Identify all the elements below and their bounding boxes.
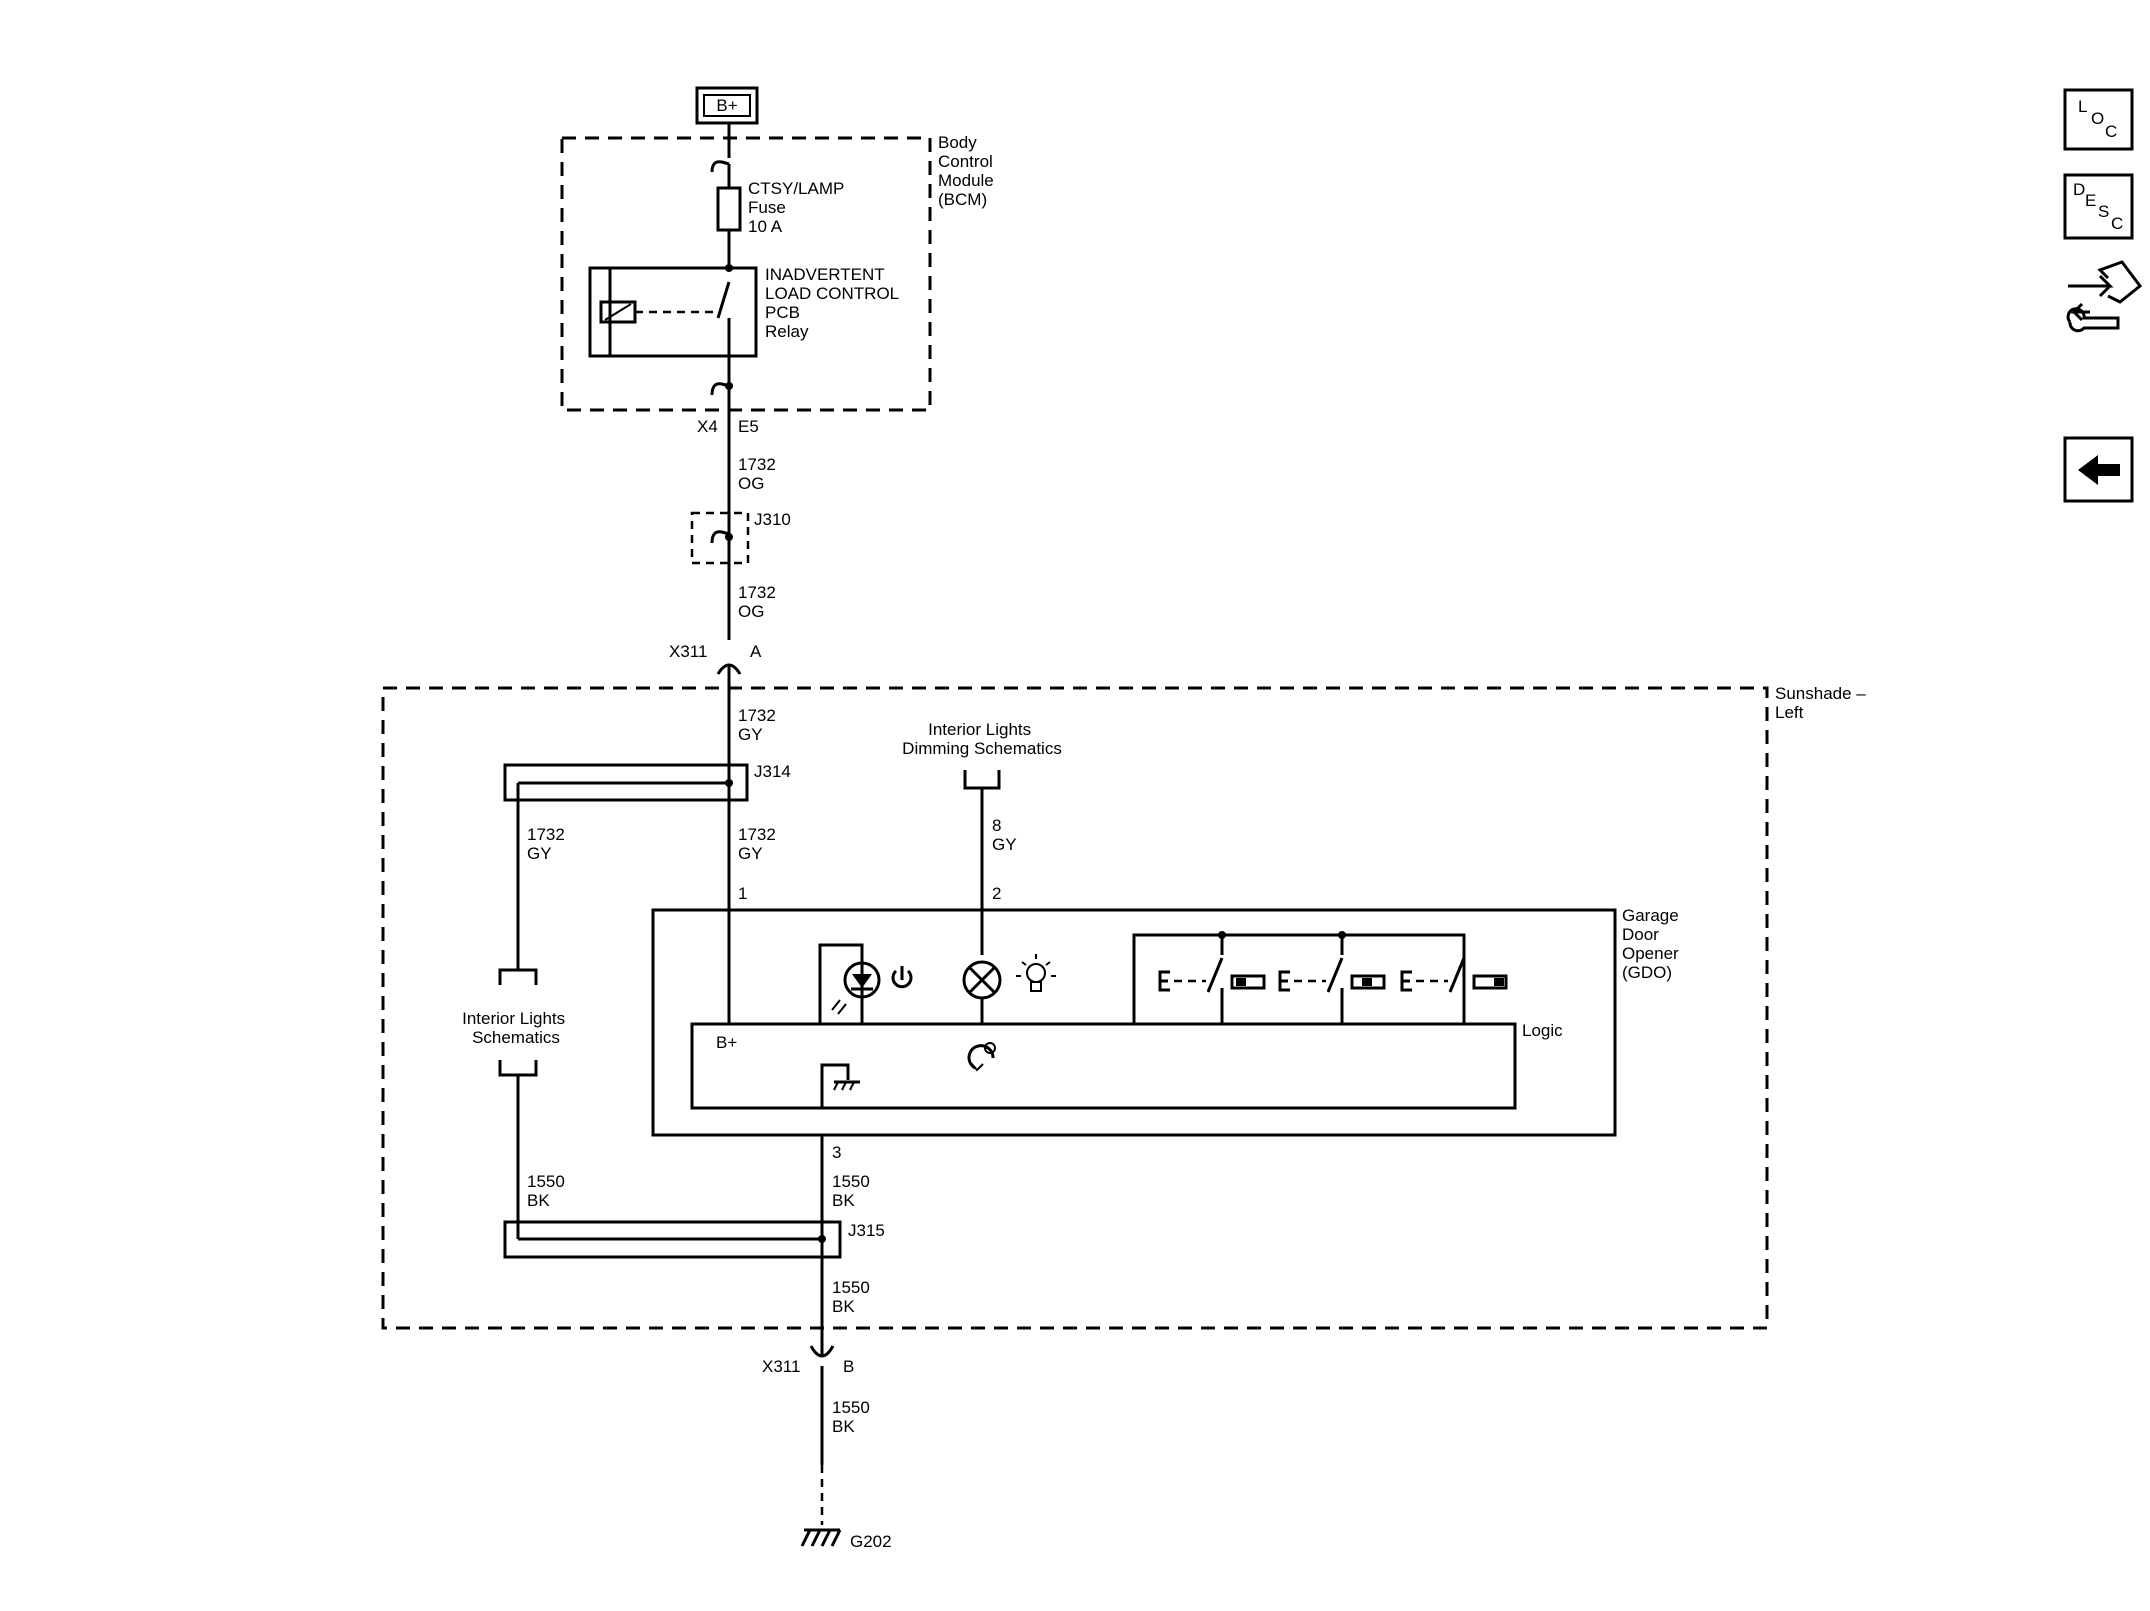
wire-label-10: 1550 BK — [832, 1398, 875, 1436]
location-letter-l: L — [2078, 97, 2087, 116]
gdo-pin-3: 3 — [832, 1143, 841, 1162]
power-source-inner — [703, 94, 751, 117]
wire-label-1: 1732 OG — [738, 455, 781, 493]
gdo-pin-1: 1 — [738, 884, 747, 903]
gdo-pin-2: 2 — [992, 884, 1001, 903]
relay-switch — [716, 281, 731, 319]
j314-label: J314 — [754, 762, 791, 781]
wire-label-8: 1550 BK — [832, 1278, 875, 1316]
j310-splice-box — [690, 511, 750, 565]
bcm-name: Body Control Module (BCM) — [938, 133, 999, 209]
description-button[interactable]: D E S C — [2063, 173, 2134, 240]
logic-ground-wire — [820, 1063, 850, 1108]
description-letter-c: C — [2111, 214, 2123, 233]
power-source-box — [695, 86, 759, 125]
fuse-label: CTSY/LAMP Fuse 10 A — [748, 179, 849, 236]
dimming-ref-connector — [963, 770, 1001, 790]
wire-label-7: 1550 BK — [832, 1172, 875, 1210]
wire-label-3: 1732 GY — [738, 706, 781, 744]
switch-bank — [1132, 933, 1466, 1026]
sunshade-name: Sunshade – Left — [1775, 684, 1870, 722]
wire-label-5: 1732 GY — [738, 825, 781, 863]
interior-lights-ref-bottom — [498, 1060, 538, 1077]
x311a-name: X311 — [669, 642, 707, 661]
x311a-pin: A — [750, 642, 762, 661]
sunshade-box — [381, 686, 1769, 1330]
relay-label: INADVERTENT LOAD CONTROL PCB Relay — [765, 265, 903, 341]
x311b-connector — [809, 1345, 835, 1358]
switch-1 — [1158, 931, 1266, 1024]
bcm-connector-label: X4 — [697, 417, 718, 436]
x311b-name: X311 — [762, 1357, 800, 1376]
wire-label-6: 8 GY — [992, 816, 1017, 854]
description-letter-d: D — [2073, 180, 2085, 199]
location-letter-o: O — [2091, 109, 2104, 128]
power-icon — [891, 966, 913, 989]
location-letter-c: C — [2105, 122, 2117, 141]
j314-splice-box — [503, 763, 749, 802]
back-button[interactable] — [2063, 436, 2134, 503]
ground-symbol — [800, 1528, 842, 1547]
dimming-control-icon — [967, 1042, 996, 1072]
power-source-label: B+ — [716, 96, 737, 115]
j310-label: J310 — [754, 510, 791, 529]
connector-wrench-icon[interactable] — [2066, 260, 2143, 333]
description-letter-s: S — [2098, 202, 2109, 221]
relay-box — [588, 266, 758, 358]
wire-label-4: 1732 GY — [527, 825, 570, 863]
ctsy-lamp-fuse — [716, 186, 742, 232]
gdo-name: Garage Door Opener (GDO) — [1622, 906, 1683, 982]
bcm-pin-label: E5 — [738, 417, 759, 436]
logic-box — [690, 1022, 1517, 1110]
logic-label: Logic — [1522, 1021, 1563, 1040]
location-button[interactable]: L O C — [2063, 88, 2134, 151]
back-arrow-icon — [2078, 455, 2120, 485]
interior-lights-ref-top — [498, 968, 538, 985]
bcm-box — [560, 136, 932, 412]
gdo-box — [651, 908, 1617, 1137]
switch-3 — [1400, 957, 1508, 1024]
j315-splice-box — [503, 1220, 842, 1259]
interior-lights-ref-label: Interior Lights Schematics — [462, 1009, 570, 1047]
led-circuit — [818, 943, 864, 1024]
description-letter-e: E — [2085, 191, 2096, 210]
logic-bplus-label: B+ — [716, 1033, 737, 1052]
logic-ground-symbol — [833, 1080, 860, 1091]
dimming-ref-label: Interior Lights Dimming Schematics — [902, 720, 1062, 758]
j315-label: J315 — [848, 1221, 885, 1240]
ground-label: G202 — [850, 1532, 892, 1551]
switch-2 — [1278, 931, 1386, 1024]
x311b-pin: B — [843, 1357, 854, 1376]
wire-label-2: 1732 OG — [738, 583, 781, 621]
wire-label-9: 1550 BK — [527, 1172, 570, 1210]
light-bulb-icon — [1016, 954, 1056, 992]
